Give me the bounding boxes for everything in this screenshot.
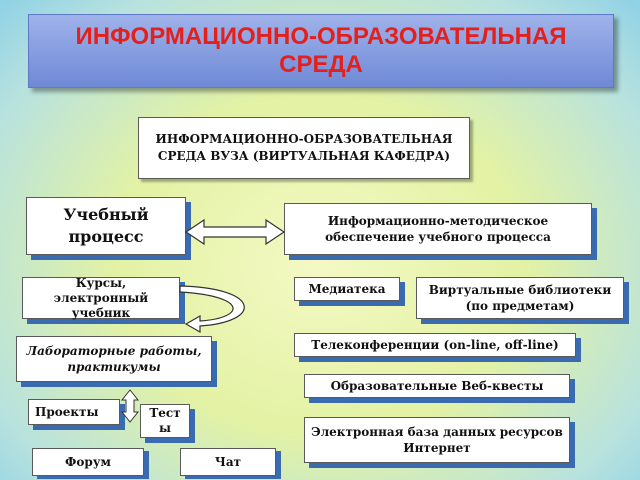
vertical-double-arrow-icon xyxy=(120,389,140,423)
tests-box: Тесты xyxy=(140,404,190,438)
university-environment-box: ИНФОРМАЦИОННО-ОБРАЗОВАТЕЛЬНАЯ СРЕДА ВУЗА… xyxy=(138,117,470,179)
web-quests-label: Образовательные Веб-квесты xyxy=(330,379,544,393)
projects-label: Проекты xyxy=(35,405,99,419)
methodical-support-box: Информационно-методическое обеспечение у… xyxy=(284,203,592,255)
courses-label: Курсы, электронный учебник xyxy=(53,275,149,320)
chat-box: Чат xyxy=(180,448,276,476)
mediateka-label: Медиатека xyxy=(308,282,386,296)
internet-db-label: Электронная база данных ресурсов Интерне… xyxy=(311,425,563,455)
labs-box: Лабораторные работы, практикумы xyxy=(16,336,212,382)
courses-box: Курсы, электронный учебник xyxy=(22,275,180,320)
virtual-libraries-label: Виртуальные библиотеки (по предметам) xyxy=(428,283,612,313)
labs-label: Лабораторные работы, практикумы xyxy=(26,344,202,374)
university-environment-label: ИНФОРМАЦИОННО-ОБРАЗОВАТЕЛЬНАЯ СРЕДА ВУЗА… xyxy=(155,132,453,163)
tests-label: Тесты xyxy=(149,406,181,435)
forum-label: Форум xyxy=(65,455,111,469)
internet-db-box: Электронная база данных ресурсов Интерне… xyxy=(304,417,570,463)
teleconferences-label: Телеконференции (on-line, off-line) xyxy=(311,338,559,352)
double-arrow-icon xyxy=(184,218,286,246)
curved-arrow-icon xyxy=(179,285,245,334)
title-banner: ИНФОРМАЦИОННО-ОБРАЗОВАТЕЛЬНАЯ СРЕДА xyxy=(28,14,614,88)
learning-process-box: Учебный процесс xyxy=(26,197,186,255)
chat-label: Чат xyxy=(214,455,242,469)
projects-box: Проекты xyxy=(28,399,120,425)
virtual-libraries-box: Виртуальные библиотеки (по предметам) xyxy=(416,277,624,319)
mediateka-box: Медиатека xyxy=(294,277,400,301)
teleconferences-box: Телеконференции (on-line, off-line) xyxy=(294,333,576,357)
learning-process-label: Учебный процесс xyxy=(63,205,149,246)
page-title: ИНФОРМАЦИОННО-ОБРАЗОВАТЕЛЬНАЯ СРЕДА xyxy=(75,23,567,78)
forum-box: Форум xyxy=(32,448,144,476)
web-quests-box: Образовательные Веб-квесты xyxy=(304,374,570,398)
methodical-support-label: Информационно-методическое обеспечение у… xyxy=(325,214,551,244)
